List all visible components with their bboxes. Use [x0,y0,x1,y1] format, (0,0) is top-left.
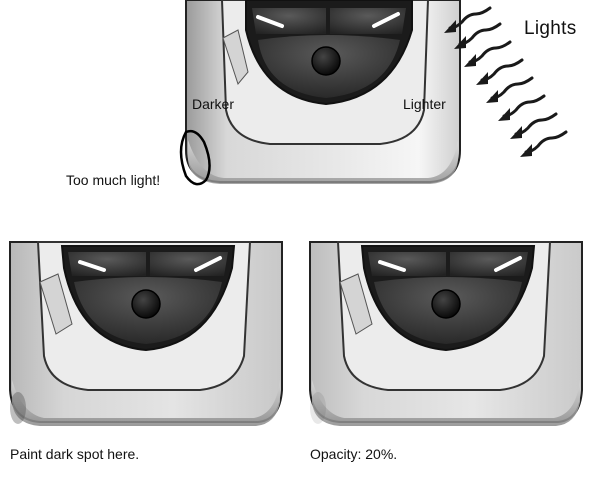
darker-label: Darker [192,96,234,112]
device-illustration-right [300,238,600,438]
lights-label: Lights [524,18,577,40]
caption-right: Opacity: 20%. [310,446,397,462]
too-much-light-label: Too much light! [66,172,160,188]
lighter-label: Lighter [403,96,446,112]
device-illustration-left [0,238,300,438]
caption-left: Paint dark spot here. [10,446,139,462]
